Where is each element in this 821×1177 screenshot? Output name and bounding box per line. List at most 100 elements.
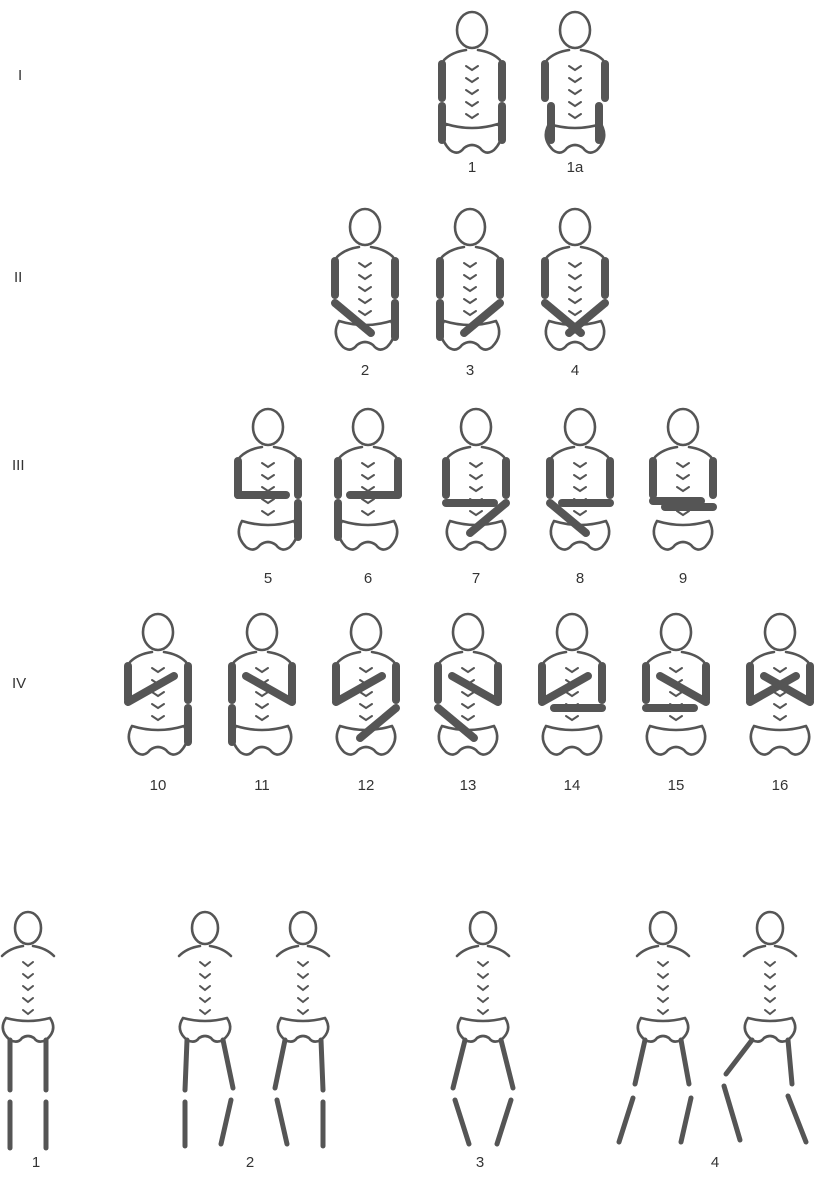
femur [501,1040,513,1088]
leg-figure-bent-right [179,912,233,1146]
figure-number: 11 [254,777,270,794]
leg-group-number: 1 [32,1154,40,1171]
skull [455,209,485,245]
vertebra [462,668,474,672]
vertebra [200,974,210,978]
figure-number: 2 [361,362,369,379]
skull [461,409,491,445]
skull [668,409,698,445]
skull [247,614,277,650]
pelvis [239,521,297,550]
vertebra [569,287,581,291]
vertebra [23,998,33,1002]
forearm [336,676,382,702]
vertebra [262,487,274,491]
clavicles [130,652,186,662]
figure-number: 9 [679,570,687,587]
clavicles [340,447,396,457]
vertebra [359,287,371,291]
skeleton-figure-left-chest [128,614,188,755]
pelvis [233,726,291,755]
vertebra [466,114,478,118]
vertebra [478,974,488,978]
vertebra [677,487,689,491]
pelvis [647,726,705,755]
forearm [438,708,474,738]
vertebra [200,962,210,966]
skeleton-figure-both-abdomen [653,409,713,550]
vertebra [298,962,308,966]
vertebra [574,487,586,491]
vertebra [677,463,689,467]
skull [143,614,173,650]
forearm [550,503,586,533]
vertebra [478,998,488,1002]
vertebra [360,668,372,672]
vertebra [362,511,374,515]
skeleton-figure-right-chest-left-pelvis [438,614,498,755]
figure-number: 3 [466,362,474,379]
vertebra [359,299,371,303]
vertebra [478,1010,488,1014]
clavicles [544,652,600,662]
vertebra [462,704,474,708]
skull [560,209,590,245]
skeleton-figure-right-forearm-pelvis [440,209,500,350]
vertebra [765,962,775,966]
row-label: II [14,269,22,286]
tibia [681,1098,691,1142]
skull [350,209,380,245]
vertebra [470,463,482,467]
vertebra [765,986,775,990]
vertebra [23,986,33,990]
vertebra [470,487,482,491]
pelvis [751,726,809,755]
figure-number: 6 [364,570,372,587]
figure-number: 1 [468,159,476,176]
row-label: I [18,67,22,84]
vertebra [360,716,372,720]
tibia [221,1100,231,1144]
vertebra [262,475,274,479]
vertebra [360,692,372,696]
vertebra [765,1010,775,1014]
clavicles [277,946,329,956]
vertebra [360,704,372,708]
vertebra [658,986,668,990]
vertebra [566,692,578,696]
figure-number: 16 [772,777,789,794]
vertebra [574,511,586,515]
skeleton-figure-left-abdomen-right-pelvis [446,409,506,550]
femur [681,1040,689,1084]
clavicles [637,946,689,956]
vertebra [462,692,474,696]
leg-figure-bent-left [275,912,329,1146]
femur [321,1040,323,1090]
vertebra [470,475,482,479]
skull [757,912,783,944]
forearm [542,676,588,702]
vertebra [765,974,775,978]
vertebra [569,114,581,118]
vertebra [152,668,164,672]
skeleton-figure-right-chest-left-abdomen [646,614,706,755]
vertebra [359,275,371,279]
forearm [360,708,396,738]
vertebra [670,716,682,720]
vertebra [658,1010,668,1014]
skull [650,912,676,944]
vertebra [677,511,689,515]
pelvis [339,521,397,550]
forearm [660,676,706,702]
forearm [464,303,500,333]
skull [560,12,590,48]
row-label: IV [12,675,26,692]
vertebra [569,299,581,303]
clavicles [655,447,711,457]
clavicles [338,652,394,662]
vertebra [466,102,478,106]
figure-number: 5 [264,570,272,587]
skeleton-figure-left-chest-right-abdomen [542,614,602,755]
vertebra [359,311,371,315]
